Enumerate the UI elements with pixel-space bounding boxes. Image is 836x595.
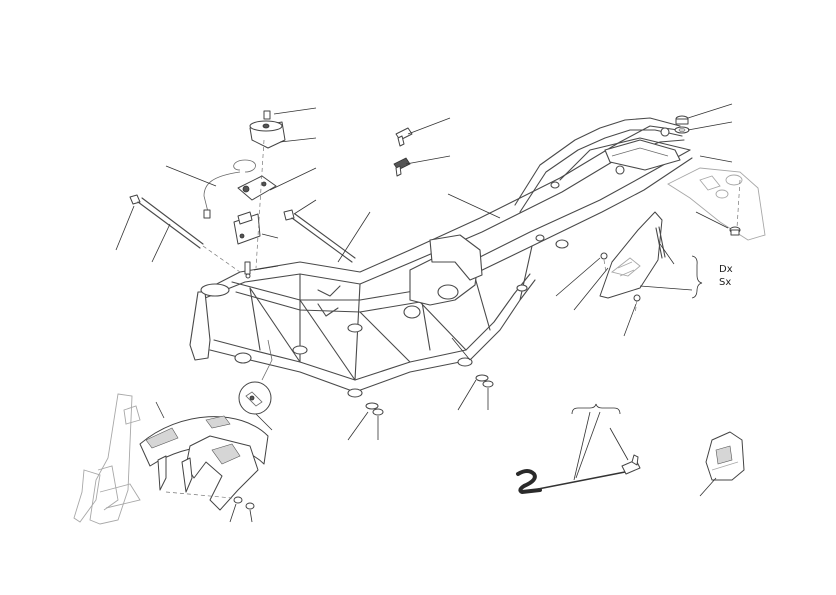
rear-nuts	[674, 115, 690, 134]
damper-body	[233, 139, 265, 279]
side-panel	[599, 211, 666, 315]
main-frame	[189, 117, 693, 398]
front-fork	[73, 393, 141, 525]
connector-2	[393, 157, 411, 177]
sensor-bracket	[203, 159, 277, 219]
leader-lines	[115, 103, 733, 523]
detail-callout	[238, 381, 272, 415]
fender-screws	[233, 496, 255, 510]
top-cap	[249, 110, 286, 149]
rear-plate	[667, 167, 766, 241]
connector-1	[395, 127, 413, 147]
label-sx: Sx	[719, 277, 731, 288]
cable-assembly	[516, 403, 641, 494]
bottom-right-plate	[705, 431, 745, 481]
front-fender	[139, 415, 269, 511]
frame-bolts-bottom	[365, 374, 494, 416]
label-dx: Dx	[719, 264, 733, 275]
side-brace	[691, 255, 703, 299]
long-bolt-center	[283, 209, 356, 263]
long-bolt-left	[129, 194, 241, 273]
